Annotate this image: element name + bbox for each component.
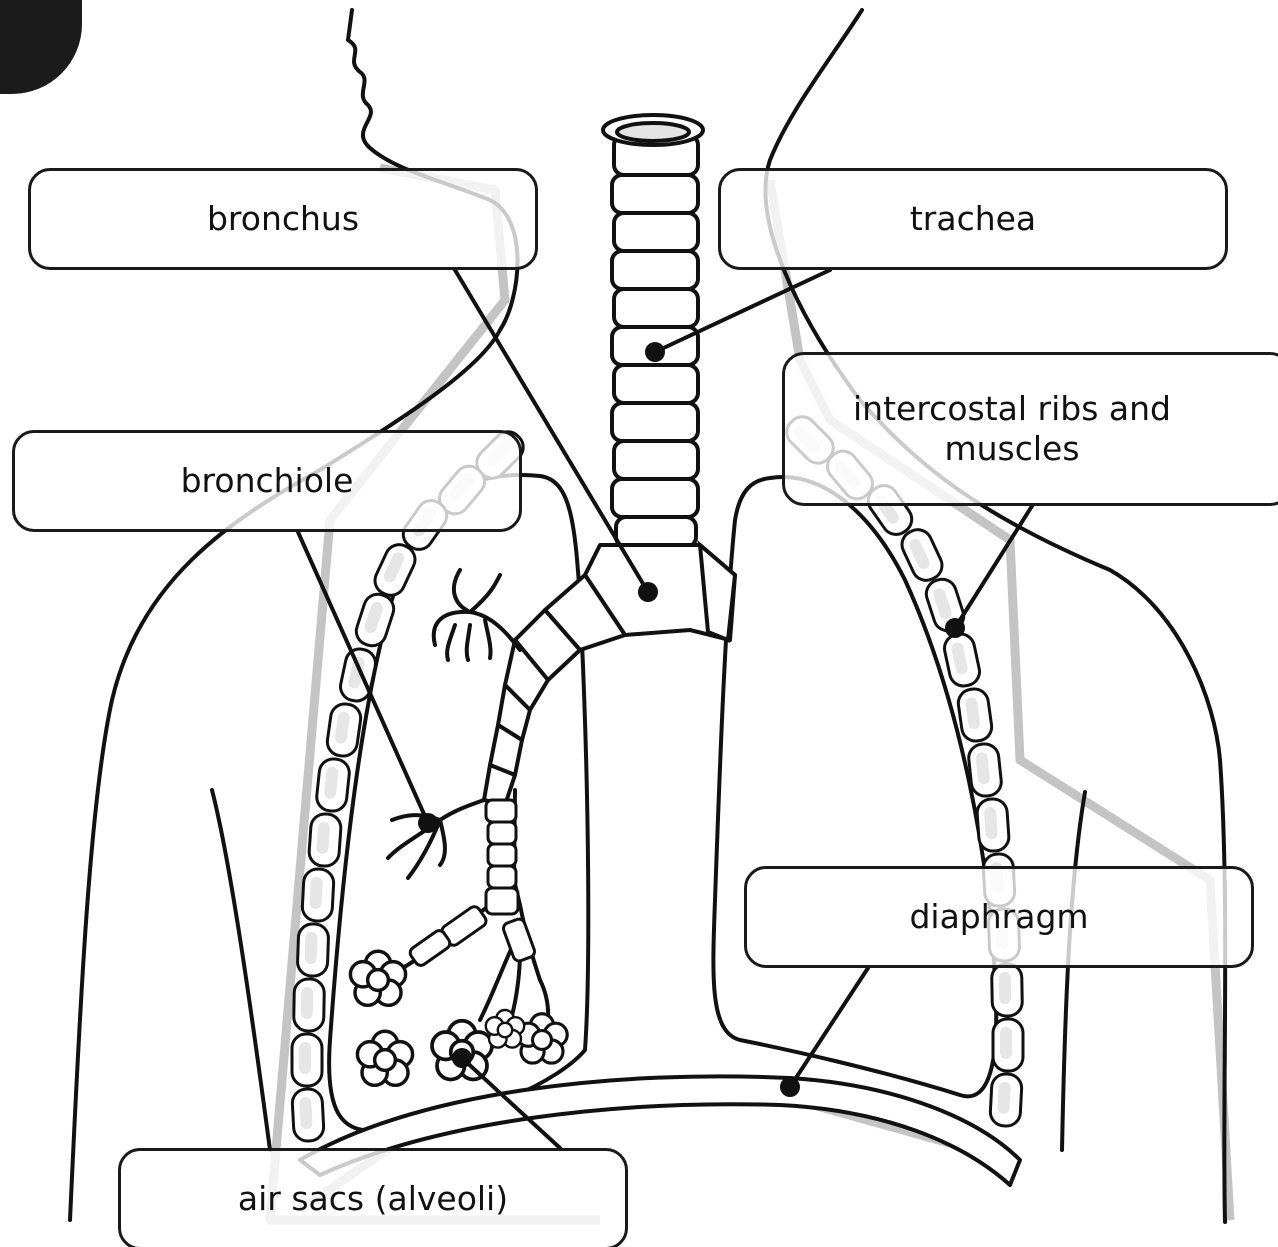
label-intercostal-text: intercostal ribs and muscles <box>805 389 1219 468</box>
label-bronchus: bronchus <box>28 168 538 270</box>
label-diaphragm: diaphragm <box>744 866 1254 968</box>
label-bronchiole-text: bronchiole <box>181 461 354 501</box>
label-trachea: trachea <box>718 168 1228 270</box>
trachea-rings <box>603 115 703 547</box>
label-bronchus-text: bronchus <box>207 199 359 239</box>
label-diaphragm-text: diaphragm <box>909 897 1088 937</box>
left-lung <box>713 477 996 1096</box>
label-alveoli-text: air sacs (alveoli) <box>238 1179 508 1219</box>
label-air-sacs-alveoli: air sacs (alveoli) <box>118 1148 628 1247</box>
label-intercostal-ribs-and-muscles: intercostal ribs and muscles <box>782 352 1278 506</box>
label-bronchiole: bronchiole <box>12 430 522 532</box>
label-trachea-text: trachea <box>910 199 1036 239</box>
